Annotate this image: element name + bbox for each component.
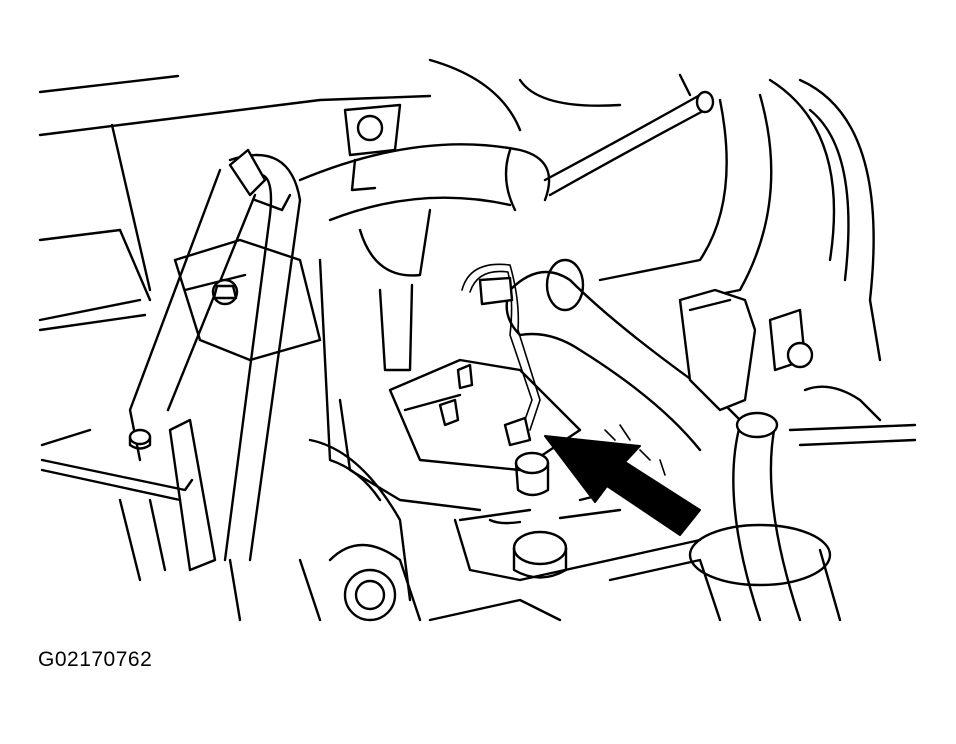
right-hose	[598, 78, 882, 362]
upper-frame	[38, 74, 432, 332]
detail-marks	[604, 424, 666, 476]
right-clip	[678, 288, 882, 422]
figure-code: G02170762	[38, 648, 153, 671]
sensor-hose	[505, 258, 742, 452]
left-hose	[223, 148, 302, 562]
left-rail	[40, 168, 257, 502]
left-panel	[118, 258, 382, 582]
mounting-bracket	[173, 103, 402, 362]
upper-hose	[298, 58, 715, 372]
lower-right-hose	[732, 411, 917, 622]
lower-block	[228, 398, 842, 622]
indicator-arrow-icon	[544, 435, 701, 536]
sensor-assembly	[388, 358, 622, 579]
wire-harness	[461, 263, 541, 431]
